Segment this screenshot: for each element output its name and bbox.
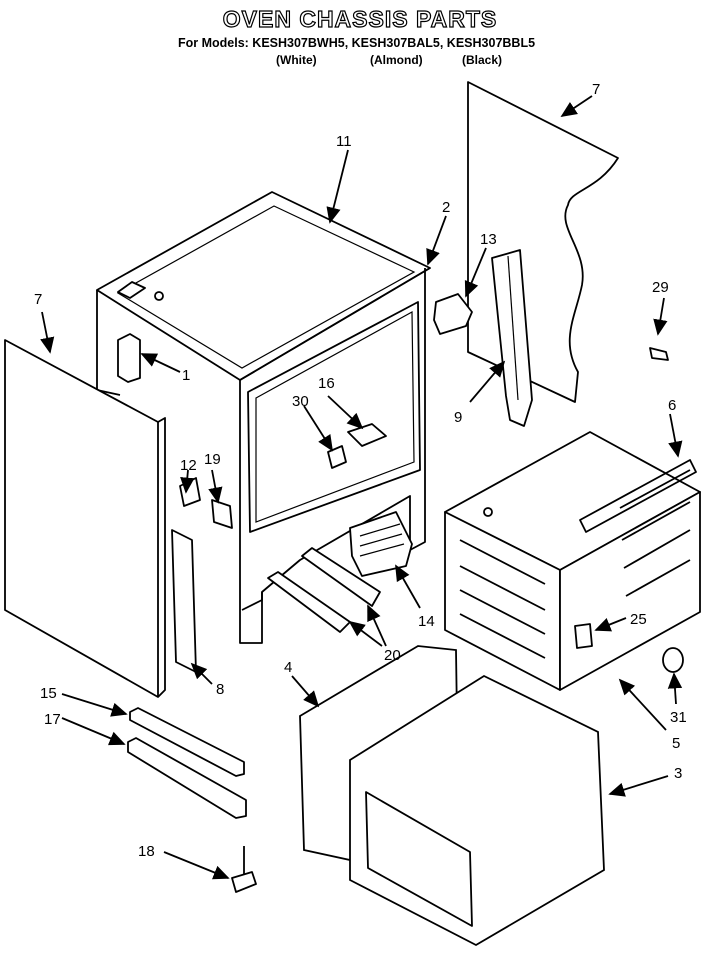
callout-1: 1 [182, 367, 190, 384]
callout-30: 30 [292, 393, 309, 410]
oven-cavity-part-6 [444, 431, 701, 691]
side-panel-part-7 [4, 339, 166, 698]
callout-7-rear: 7 [592, 81, 600, 98]
callout-13: 13 [480, 231, 497, 248]
color-almond: (Almond) [370, 53, 423, 67]
plug-part-31 [662, 647, 684, 673]
callout-19: 19 [204, 451, 221, 468]
element-part-14 [349, 511, 413, 577]
callout-17: 17 [44, 711, 61, 728]
callout-2: 2 [442, 199, 450, 216]
rail-part-15 [129, 707, 245, 777]
callout-6: 6 [668, 397, 676, 414]
callout-20: 20 [384, 647, 401, 664]
callout-9: 9 [454, 409, 462, 426]
screw-part-29 [649, 347, 669, 361]
callout-labels: 7 11 2 13 29 7 1 9 6 16 30 12 19 25 14 2… [34, 81, 687, 860]
callout-14: 14 [418, 613, 435, 630]
insulation-part-3 [349, 674, 605, 947]
clip-part-13 [433, 293, 473, 335]
channel-part-9 [491, 249, 533, 427]
leveler-part-18 [231, 846, 257, 893]
callout-25: 25 [630, 611, 647, 628]
callout-15: 15 [40, 685, 57, 702]
callout-8: 8 [216, 681, 224, 698]
callout-11: 11 [336, 133, 352, 150]
bracket-part-1 [117, 333, 141, 383]
callout-3: 3 [674, 765, 682, 782]
callout-31: 31 [670, 709, 687, 726]
chassis-frame-part-11 [96, 191, 431, 644]
switch-part-16 [347, 423, 387, 447]
leader-lines [40, 95, 683, 880]
bracket-part-12 [179, 477, 201, 507]
callout-5: 5 [672, 735, 680, 752]
bracket-part-19 [211, 499, 233, 529]
diagram-title: OVEN CHASSIS PARTS [222, 5, 498, 32]
models-line: For Models: KESH307BWH5, KESH307BAL5, KE… [178, 36, 536, 50]
callout-12: 12 [180, 457, 197, 474]
callout-7-side: 7 [34, 291, 42, 308]
callout-29: 29 [652, 279, 669, 296]
callout-16: 16 [318, 375, 335, 392]
callout-4: 4 [284, 659, 292, 676]
callout-18: 18 [138, 843, 155, 860]
rail-part-17 [127, 737, 247, 819]
color-white: (White) [276, 53, 317, 67]
channel-part-8 [171, 529, 197, 673]
color-black: (Black) [462, 53, 503, 67]
